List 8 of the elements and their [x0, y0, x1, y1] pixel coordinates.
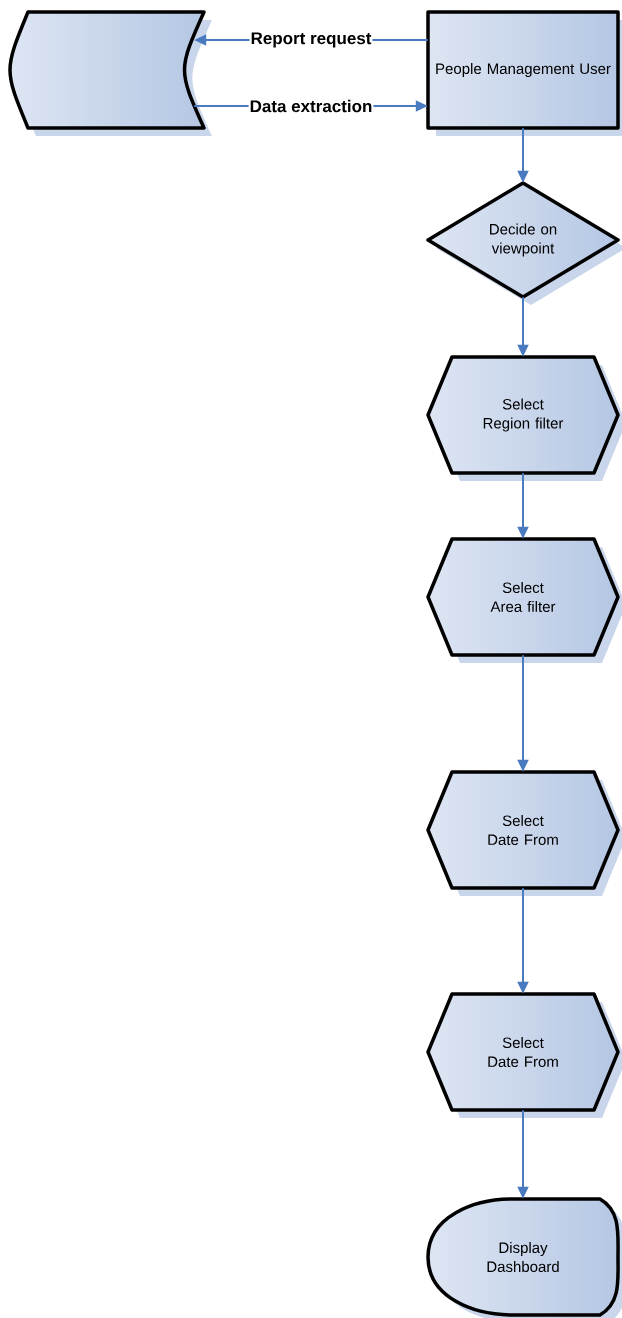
- data-store-shape: [8, 10, 212, 136]
- edge-label: Data extraction: [250, 99, 372, 113]
- preparation-hexagon: Select Date From: [426, 770, 622, 896]
- preparation-hexagon: Select Date From: [426, 992, 622, 1118]
- preparation-hexagon: Select Area filter: [426, 537, 622, 663]
- process-box: People Management User: [426, 10, 622, 136]
- preparation-hexagon: Select Region filter: [426, 355, 622, 481]
- edge-label: Report request: [251, 32, 372, 48]
